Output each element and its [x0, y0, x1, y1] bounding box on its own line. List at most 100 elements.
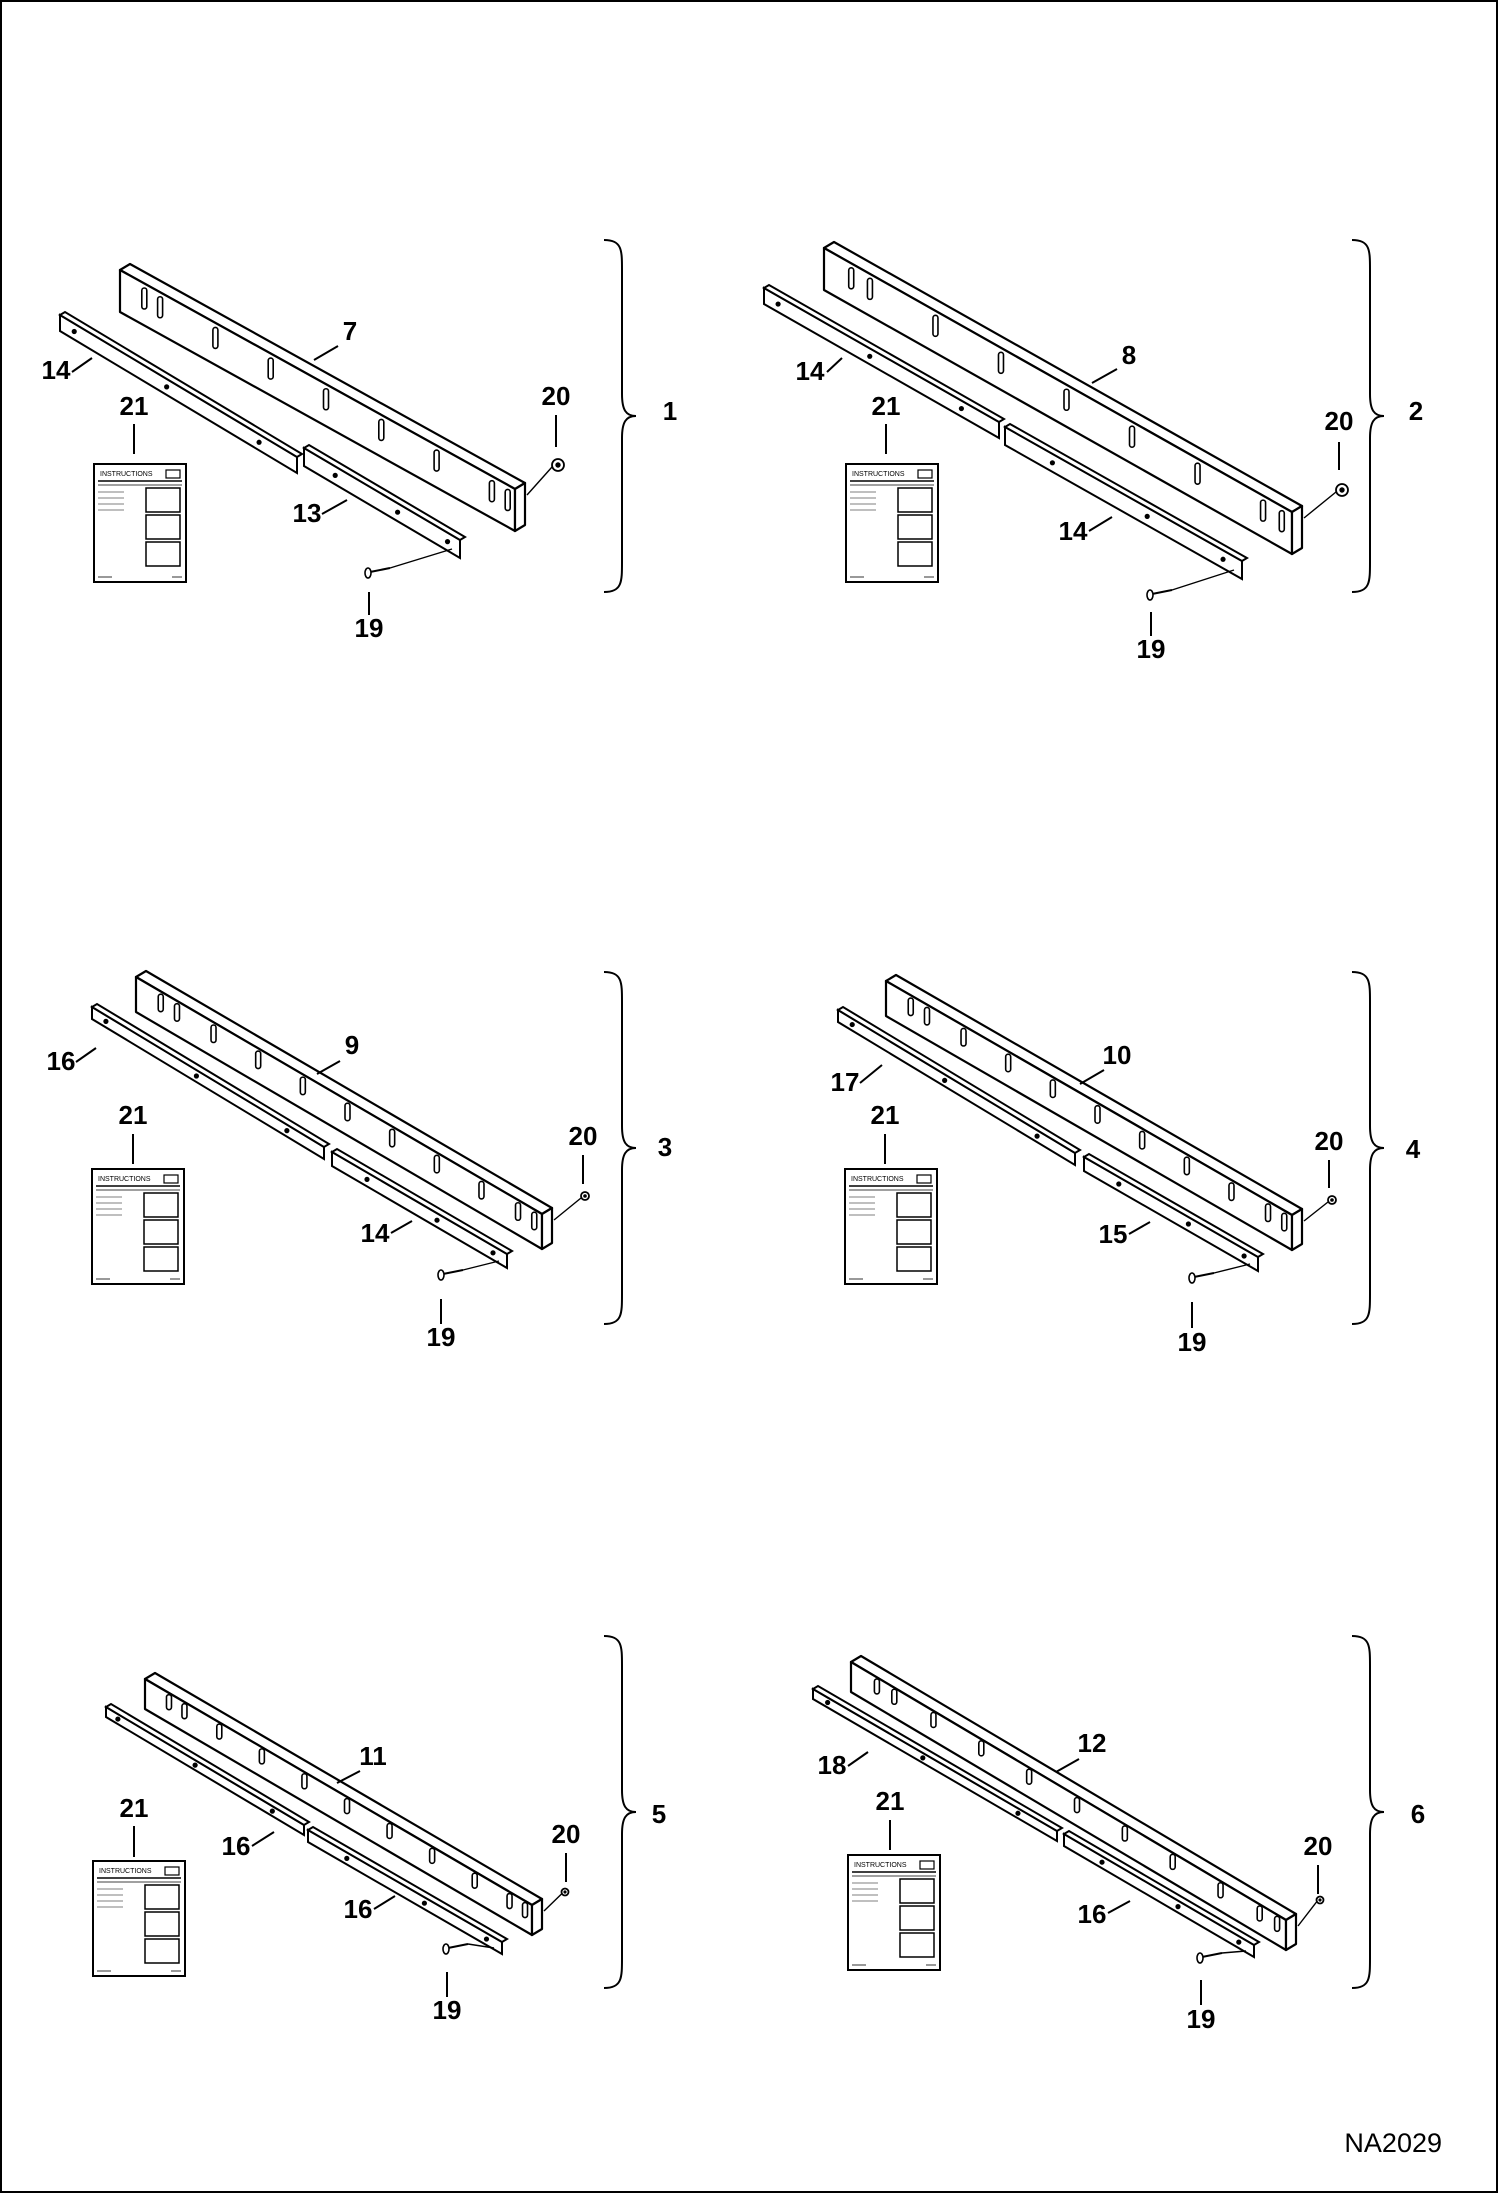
- strip-hole: [434, 1217, 440, 1223]
- sheet-figure-box: [143, 1192, 179, 1218]
- callout-nut: 20: [1304, 1831, 1333, 1861]
- wear-strip-top: [836, 1005, 1082, 1155]
- wear-strip-top: [1003, 422, 1249, 563]
- bar-slot: [344, 1102, 351, 1122]
- bar-slot: [254, 1050, 262, 1070]
- strip-hole: [867, 353, 873, 359]
- callout-bolt: 19: [355, 613, 384, 643]
- callout-instructions: 21: [119, 1100, 148, 1130]
- leader-line: [373, 1895, 396, 1910]
- bolt: [1196, 1952, 1223, 1964]
- leader-line: [251, 1831, 275, 1847]
- main-bar-end: [530, 1897, 544, 1937]
- main-bar-face: [143, 1677, 534, 1937]
- bar-slot: [1280, 1212, 1288, 1232]
- sheet-figure-box: [896, 1246, 932, 1272]
- strip-hole: [825, 1699, 831, 1706]
- sheet-title: INSTRUCTIONS: [98, 1176, 151, 1183]
- sheet-figure-box: [144, 1884, 180, 1910]
- leader-line: [859, 1064, 883, 1084]
- bar-slot: [299, 1076, 307, 1096]
- nut-axis: [553, 1197, 582, 1221]
- bar-slot: [388, 1128, 396, 1148]
- leader-line: [1055, 1758, 1080, 1773]
- callout-left-strip: 16: [222, 1831, 251, 1861]
- sheet-logo: [163, 1174, 179, 1184]
- callout-left-strip: 14: [796, 356, 825, 386]
- callout-nut: 20: [552, 1819, 581, 1849]
- bar-slot: [478, 1180, 485, 1200]
- bar-slot: [506, 1892, 513, 1910]
- callout-instructions: 21: [120, 1793, 149, 1823]
- bar-slot: [301, 1772, 308, 1790]
- group-number: 6: [1411, 1799, 1425, 1829]
- sheet-figure-box: [145, 487, 181, 513]
- strip-hole: [849, 1021, 855, 1028]
- sheet-figure-box: [897, 541, 933, 567]
- nut-hole: [555, 462, 561, 468]
- wear-strip-top: [302, 443, 467, 542]
- sheet-title: INSTRUCTIONS: [100, 471, 153, 478]
- bar-slot: [1094, 1104, 1101, 1124]
- callout-main-bar: 11: [359, 1741, 387, 1771]
- sheet-figure-box: [145, 514, 181, 540]
- leader-line: [1079, 1069, 1105, 1085]
- bar-slot: [1183, 1156, 1191, 1176]
- bar-slot: [1217, 1881, 1224, 1899]
- bar-slot: [1121, 1825, 1129, 1842]
- bar-slot: [1259, 499, 1267, 522]
- bolt-axis: [1171, 569, 1235, 591]
- strip-hole: [71, 328, 77, 335]
- strip-hole: [103, 1018, 109, 1024]
- wear-strip-top: [762, 283, 1006, 424]
- callout-instructions: 21: [876, 1786, 905, 1816]
- bar-slot: [1025, 1768, 1033, 1786]
- leader-line: [1091, 368, 1118, 384]
- main-bar-end: [1290, 1207, 1304, 1252]
- bar-slot: [930, 1711, 937, 1729]
- bar-slot: [267, 357, 275, 380]
- callout-instructions: 21: [120, 391, 149, 421]
- wear-strip-top: [104, 1702, 311, 1827]
- callout-nut: 20: [569, 1121, 598, 1151]
- bar-slot: [847, 266, 855, 290]
- strip-hole: [269, 1808, 275, 1814]
- bar-slot: [173, 1002, 181, 1022]
- bar-slot: [932, 314, 939, 338]
- main-bar-end: [1290, 504, 1304, 556]
- callout-left-strip: 18: [818, 1750, 847, 1780]
- leader-line: [847, 1751, 869, 1767]
- strip-hole: [421, 1900, 427, 1906]
- main-bar-end: [513, 481, 527, 533]
- bar-slot: [1264, 1203, 1272, 1223]
- leader-line: [390, 1220, 413, 1234]
- bar-slot: [960, 1027, 967, 1047]
- group-number: 2: [1409, 396, 1423, 426]
- callout-right-strip: 14: [361, 1218, 390, 1248]
- sheet-figure-box: [145, 541, 181, 567]
- group-number: 5: [652, 1799, 666, 1829]
- bar-slot: [141, 287, 148, 310]
- strip-hole: [1049, 460, 1055, 466]
- bar-slot: [890, 1688, 898, 1706]
- bar-slot: [488, 479, 496, 503]
- strip-hole: [115, 1716, 121, 1722]
- strip-hole: [344, 1855, 350, 1861]
- group-number: 3: [658, 1132, 672, 1162]
- main-bar-face: [884, 979, 1294, 1252]
- leader-line: [313, 345, 339, 361]
- bar-slot: [212, 326, 219, 350]
- strip-hole: [1116, 1181, 1122, 1187]
- bar-slot: [433, 449, 440, 472]
- callout-nut: 20: [1315, 1126, 1344, 1156]
- callout-right-strip: 13: [293, 498, 322, 528]
- leader-line: [316, 1060, 341, 1075]
- bar-slot: [1063, 388, 1070, 412]
- nut-hole: [1339, 487, 1345, 493]
- callout-nut: 20: [1325, 406, 1354, 436]
- bar-slot: [977, 1740, 985, 1757]
- sheet-logo: [164, 1866, 180, 1876]
- sheet-figure-box: [144, 1911, 180, 1937]
- strip-hole: [1099, 1859, 1105, 1865]
